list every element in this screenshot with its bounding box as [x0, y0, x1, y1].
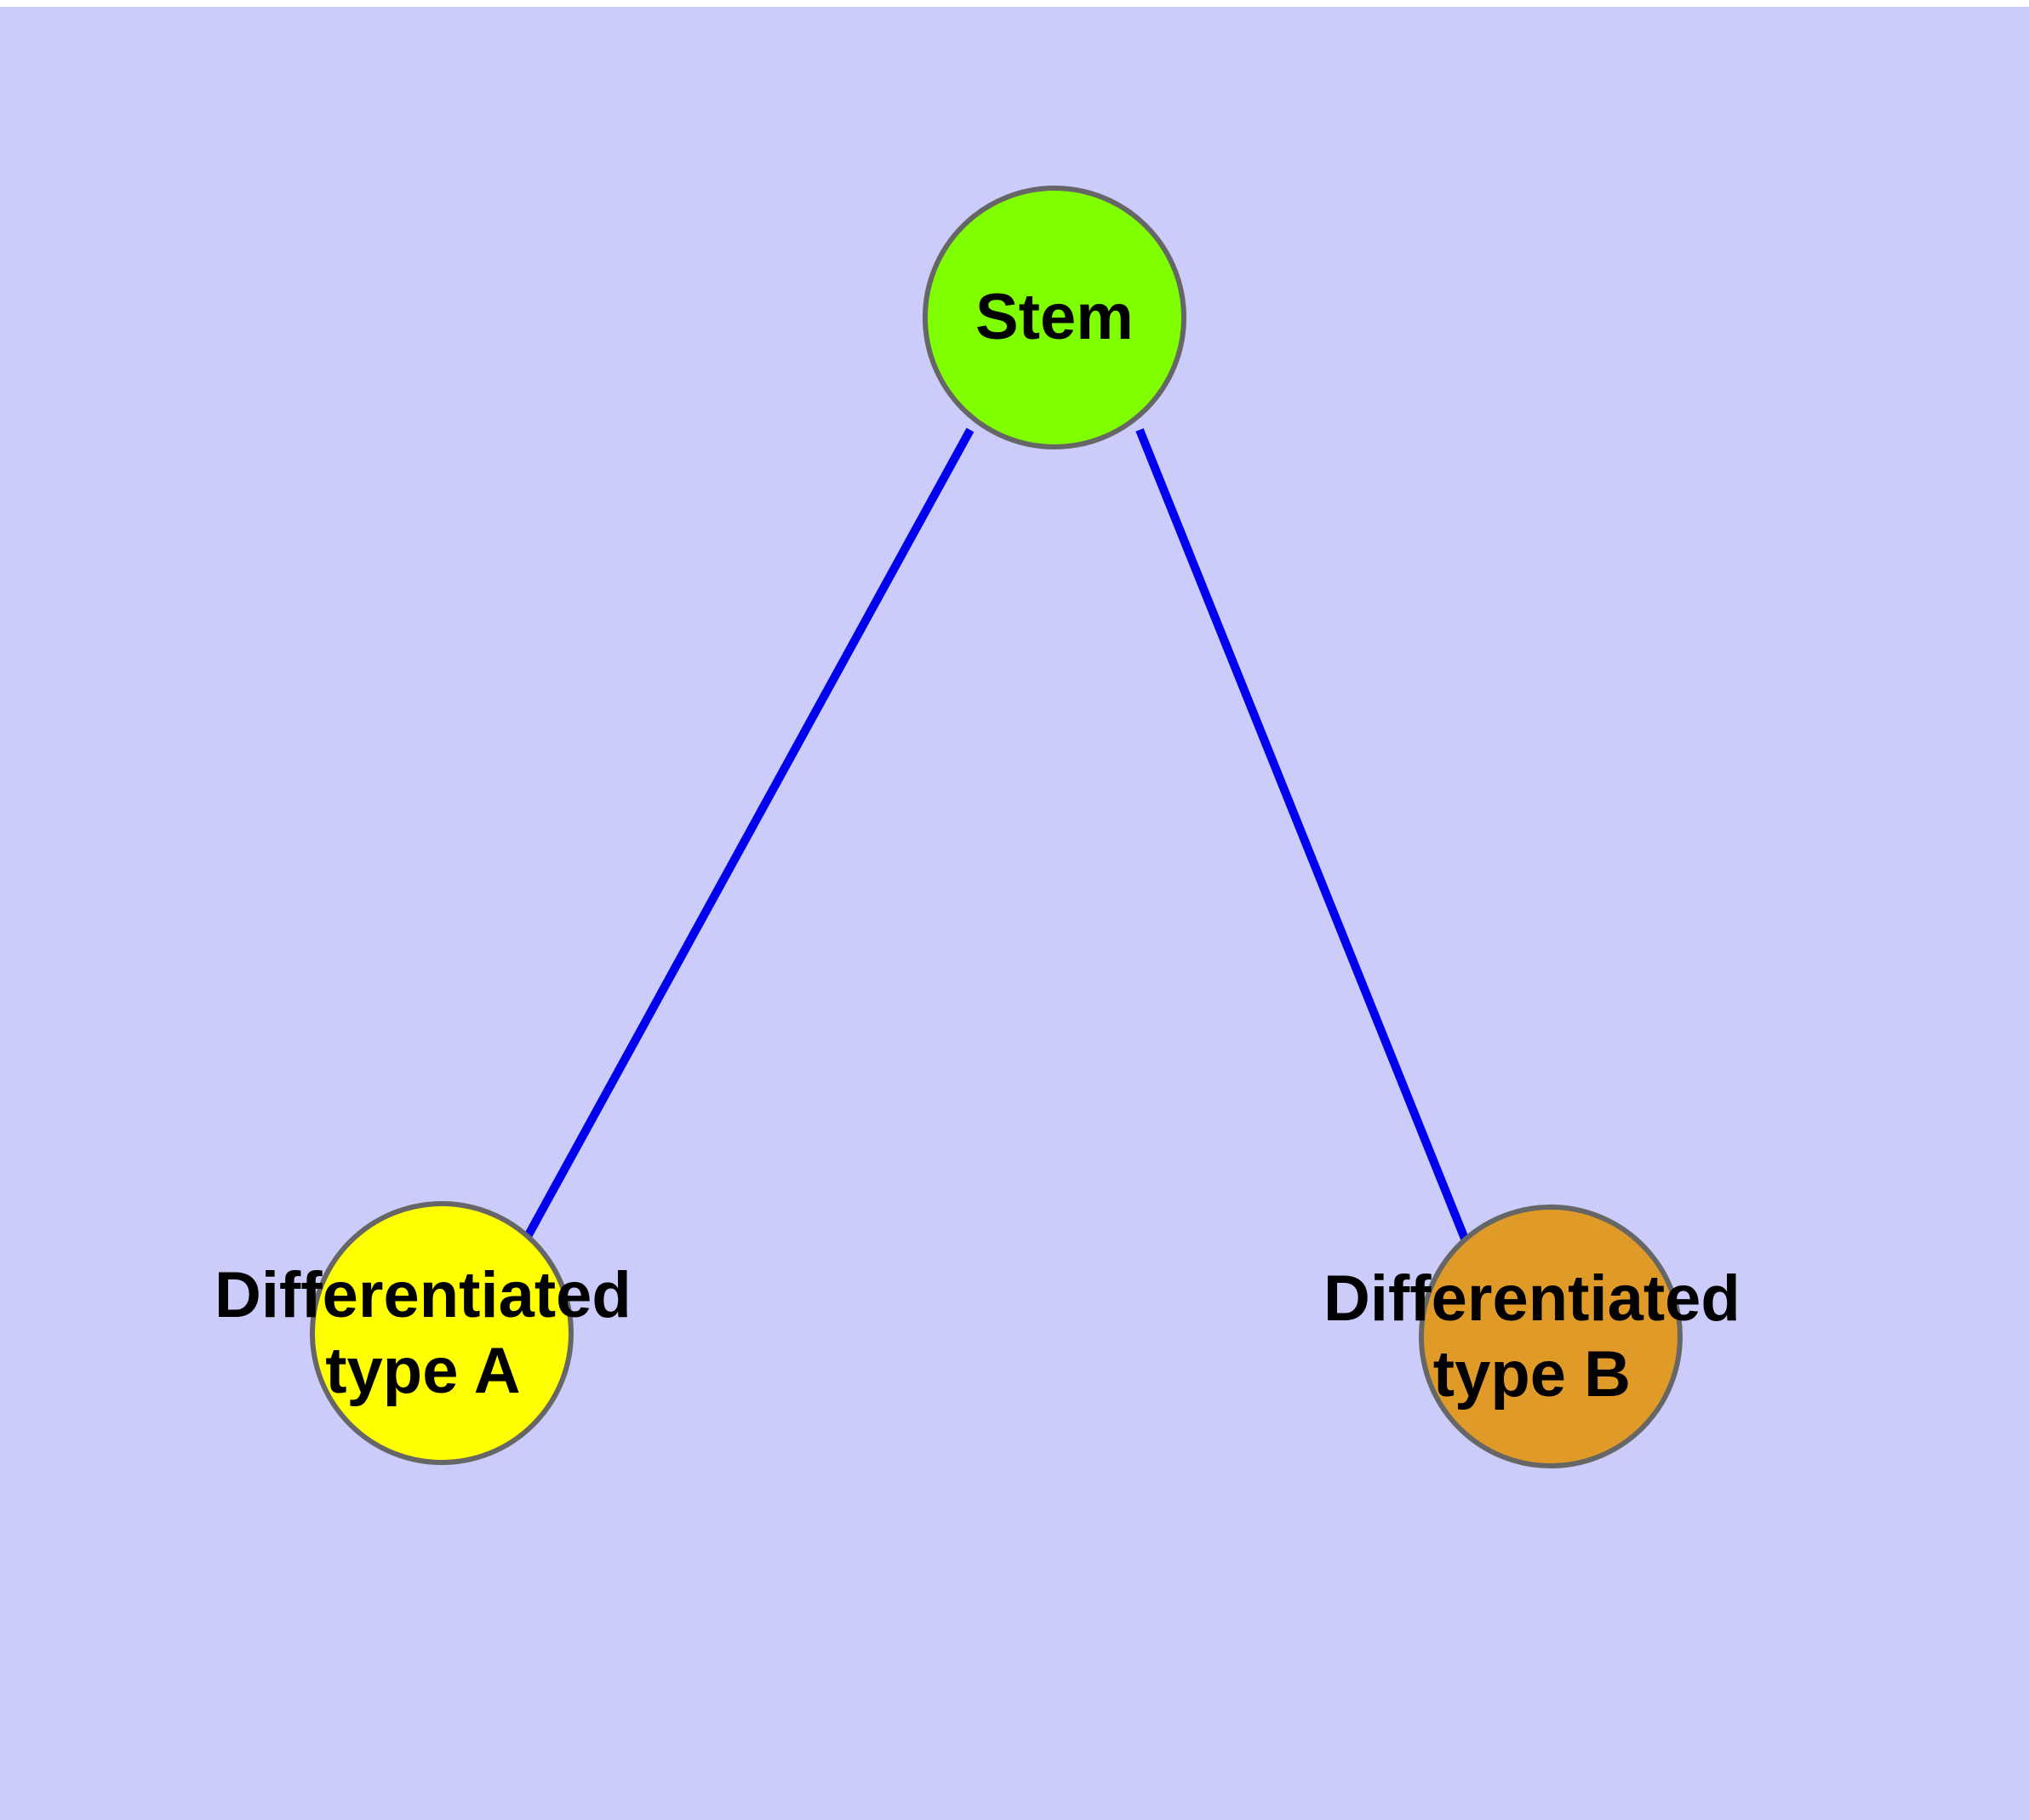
node-stem[interactable] — [923, 186, 1186, 449]
node-diff_b[interactable] — [1419, 1205, 1683, 1468]
node-diff_a[interactable] — [310, 1201, 574, 1465]
edges-layer — [522, 427, 1471, 1245]
edge-stem-to-diff-a[interactable] — [522, 427, 974, 1242]
edge-stem-to-diff-b[interactable] — [1135, 428, 1471, 1245]
nodes-layer — [310, 186, 1683, 1468]
